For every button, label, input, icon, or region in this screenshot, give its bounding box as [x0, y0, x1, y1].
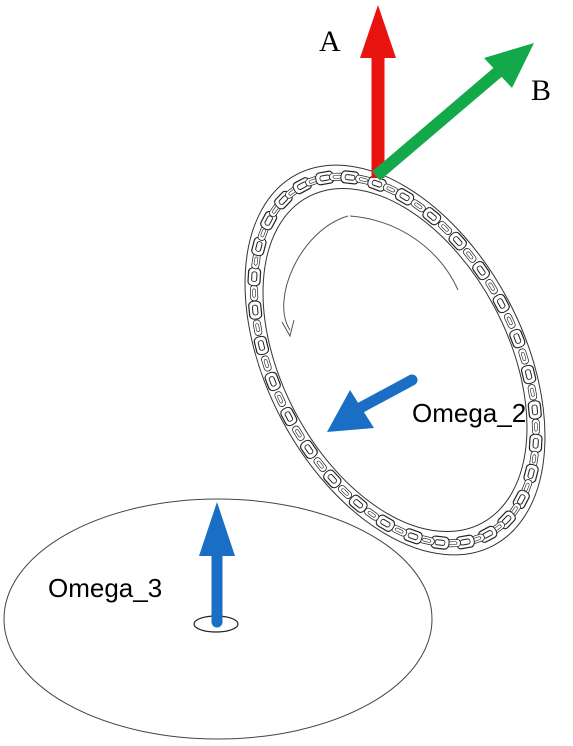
chain-link — [249, 284, 259, 302]
axis-b-label: B — [531, 74, 551, 107]
chain-link — [527, 383, 538, 401]
chain-link — [531, 418, 541, 436]
omega-2-label: Omega_2 — [412, 398, 526, 428]
chain-link — [252, 334, 270, 357]
chain-link — [278, 405, 299, 428]
axis-b-arrow — [372, 43, 534, 181]
chain-link — [527, 399, 543, 421]
chain-link — [263, 370, 283, 393]
axis-a-arrow — [360, 5, 396, 178]
chain-link — [517, 347, 530, 366]
chain-link — [470, 259, 492, 282]
disk-outline — [3, 498, 433, 740]
chain-link — [260, 354, 273, 373]
omega-2-arrow — [327, 374, 418, 432]
chain-link — [491, 292, 512, 315]
chain-link — [273, 390, 288, 409]
chain-rail — [244, 164, 546, 556]
chain-link — [507, 327, 527, 350]
chain-link — [247, 299, 263, 321]
chain-rail — [262, 187, 528, 533]
omega-3-arrow — [199, 502, 235, 628]
rotation-direction-arrow — [281, 215, 459, 338]
omega-3-label: Omega_3 — [48, 573, 162, 603]
axis-a-label: A — [319, 25, 341, 58]
chain-link — [247, 266, 262, 287]
chain-ring-icon — [244, 164, 546, 556]
chain-link — [298, 438, 320, 461]
chain-link — [252, 319, 263, 337]
chain-link — [520, 363, 538, 386]
chain-link — [528, 433, 543, 454]
chain-link — [502, 311, 517, 330]
